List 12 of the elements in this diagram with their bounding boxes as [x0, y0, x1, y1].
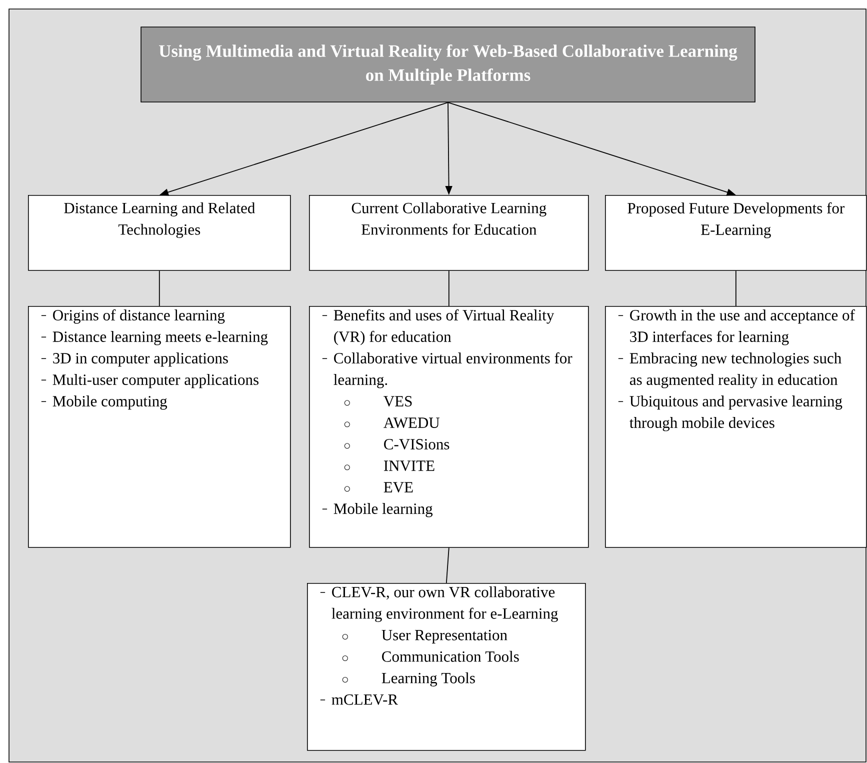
list-box: CLEV-R, our own VR collaborative learning environment for e-Learning User Representation Communication Tools Learning Tools mCLEV-R	[307, 583, 586, 751]
heading-box: Current Collaborative Learning Environments for Education	[309, 195, 589, 271]
title-box: Using Multimedia and Virtual Reality for Web-Based Collaborative Learning on Multiple Platforms	[140, 26, 756, 102]
heading-box: Distance Learning and Related Technologies	[28, 195, 291, 271]
list-box: Growth in the use and acceptance of 3D interfaces for learning Embracing new technologies such as augmented reality in education Ubiquitous and pervasive learning through mobile devices	[605, 306, 867, 548]
list-box: Benefits and uses of Virtual Reality (VR) for education Collaborative virtual environments for learning. VES AWEDU C-VISions INVITE EVE Mobile learning	[309, 306, 589, 548]
connector-line	[735, 270, 736, 306]
list-box: Origins of distance learning Distance learning meets e-learning 3D in computer applications Multi-user computer applications Mobile computing	[28, 306, 291, 548]
heading-box: Proposed Future Developments for E-Learning	[605, 195, 867, 271]
connector-line	[446, 547, 450, 584]
connector-line	[448, 270, 450, 306]
connector-line	[158, 270, 160, 306]
